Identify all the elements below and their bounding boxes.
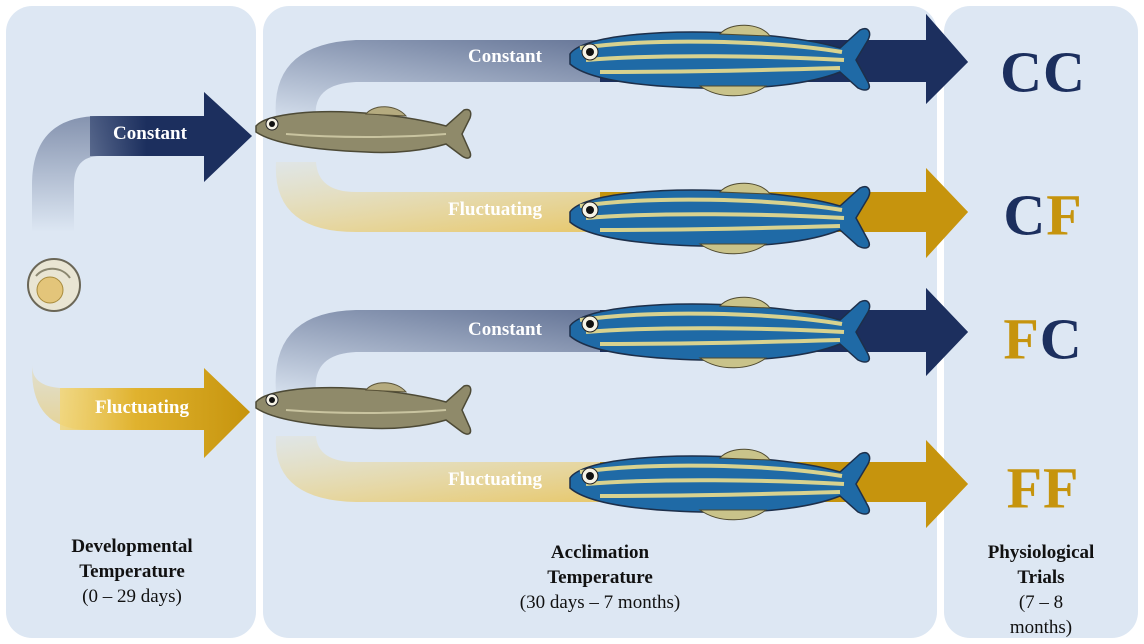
dev-caption-subtitle: Temperature: [71, 559, 192, 584]
dev-caption-range: (0 – 29 days): [82, 586, 182, 607]
adult-zebrafish-icon: [570, 449, 870, 520]
phy-caption-subtitle: Trials: [988, 565, 1095, 590]
egg-icon: [28, 259, 80, 311]
group-code-cc: CC: [1000, 39, 1086, 106]
acc-caption: Acclimation Temperature (30 days – 7 mon…: [520, 540, 680, 615]
phy-caption-title: Physiological: [988, 540, 1095, 565]
adult-zebrafish-icon: [570, 25, 870, 96]
juvenile-fish-icon: [256, 383, 471, 434]
acc-arrow-1-label: Constant: [468, 46, 542, 68]
dev-fluctuating-arrow: [32, 330, 250, 458]
code-first-letter: F: [1007, 456, 1043, 521]
phy-caption: Physiological Trials (7 – 8 months): [988, 540, 1095, 640]
acc-arrow-2-label: Fluctuating: [448, 199, 542, 221]
acc-caption-title: Acclimation: [520, 540, 680, 565]
phy-caption-range: (7 – 8 months): [1010, 592, 1072, 638]
group-code-cf: CF: [1003, 182, 1082, 249]
acc-caption-range: (30 days – 7 months): [520, 592, 680, 613]
dev-caption: Developmental Temperature (0 – 29 days): [71, 534, 192, 609]
acc-arrow-3-label: Constant: [468, 319, 542, 341]
code-first-letter: C: [1000, 40, 1043, 105]
juvenile-fish-icon: [256, 107, 471, 158]
group-code-ff: FF: [1007, 455, 1080, 522]
code-first-letter: C: [1003, 183, 1046, 248]
adult-zebrafish-icon: [570, 297, 870, 368]
dev-caption-title: Developmental: [71, 534, 192, 559]
acc-caption-subtitle: Temperature: [520, 565, 680, 590]
code-second-letter: C: [1040, 307, 1083, 372]
dev-constant-arrow: [32, 92, 252, 232]
code-first-letter: F: [1003, 307, 1039, 372]
code-second-letter: F: [1043, 456, 1079, 521]
code-second-letter: C: [1043, 40, 1086, 105]
acc-arrow-4-label: Fluctuating: [448, 469, 542, 491]
dev-constant-label: Constant: [113, 123, 187, 145]
code-second-letter: F: [1046, 183, 1082, 248]
group-code-fc: FC: [1003, 306, 1082, 373]
dev-fluctuating-label: Fluctuating: [95, 397, 189, 419]
